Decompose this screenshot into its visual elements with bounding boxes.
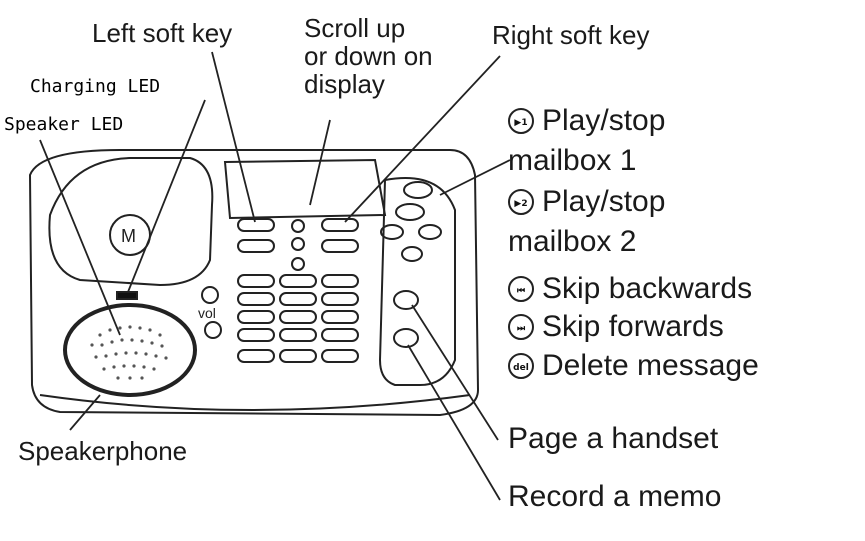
skip-forward-button [419, 225, 441, 239]
legend-row: mailbox 1 [508, 144, 636, 178]
leader-scroll [310, 120, 330, 205]
legend-text: Delete message [542, 349, 759, 383]
skip-forwards-icon: ⏭ [508, 314, 534, 340]
legend-row: ▶1 Play/stop [508, 104, 665, 138]
label-scroll-line2: or down on [304, 42, 433, 70]
delete-button [402, 247, 422, 261]
legend-row: ⏭ Skip forwards [508, 310, 724, 344]
page-button [394, 291, 418, 309]
play-mailbox-2-button [396, 204, 424, 220]
label-scroll-line3: display [304, 70, 385, 98]
vol-down-button [205, 322, 221, 338]
speaker-dots [90, 325, 167, 379]
device-body [30, 150, 478, 415]
display [225, 160, 385, 218]
label-page-handset: Page a handset [508, 422, 718, 456]
label-speaker-led: Speaker LED [4, 114, 123, 136]
legend-text: Play/stop [542, 185, 665, 219]
play-stop-mailbox-2-icon: ▶2 [508, 189, 534, 215]
delete-message-icon: del [508, 353, 534, 379]
leader-charging-led [128, 100, 205, 292]
legend-text: mailbox 1 [508, 144, 636, 178]
play-stop-mailbox-1-icon: ▶1 [508, 108, 534, 134]
skip-backwards-icon: ⏮ [508, 276, 534, 302]
legend-text: mailbox 2 [508, 225, 636, 259]
label-right-soft-key: Right soft key [492, 20, 650, 50]
memo-button [394, 329, 418, 347]
legend-row: ▶2 Play/stop [508, 185, 665, 219]
vol-up-button [202, 287, 218, 303]
leader-speaker-led [40, 140, 120, 335]
center-key [292, 258, 304, 270]
label-charging-led: Charging LED [30, 76, 160, 98]
right-soft-key [322, 219, 358, 231]
legend-row: ⏮ Skip backwards [508, 272, 752, 306]
label-record-memo: Record a memo [508, 480, 721, 514]
scroll-down-key [292, 238, 304, 250]
scroll-up-key [292, 220, 304, 232]
left-soft-key [238, 219, 274, 231]
device-bottom-edge [40, 395, 470, 410]
legend-row: del Delete message [508, 349, 759, 383]
leader-left-soft-key [212, 52, 255, 222]
legend-text: Skip backwards [542, 272, 752, 306]
label-scroll-line1: Scroll up [304, 14, 405, 42]
legend-text: Play/stop [542, 104, 665, 138]
speaker-grill [65, 305, 195, 395]
legend-row: mailbox 2 [508, 225, 636, 259]
charging-led [117, 292, 137, 299]
vol-label: vol [198, 305, 216, 321]
play-mailbox-1-button [404, 182, 432, 198]
motorola-m-glyph: M [121, 226, 136, 246]
label-left-soft-key: Left soft key [92, 18, 232, 48]
label-speakerphone: Speakerphone [18, 436, 187, 466]
legend-text: Skip forwards [542, 310, 724, 344]
